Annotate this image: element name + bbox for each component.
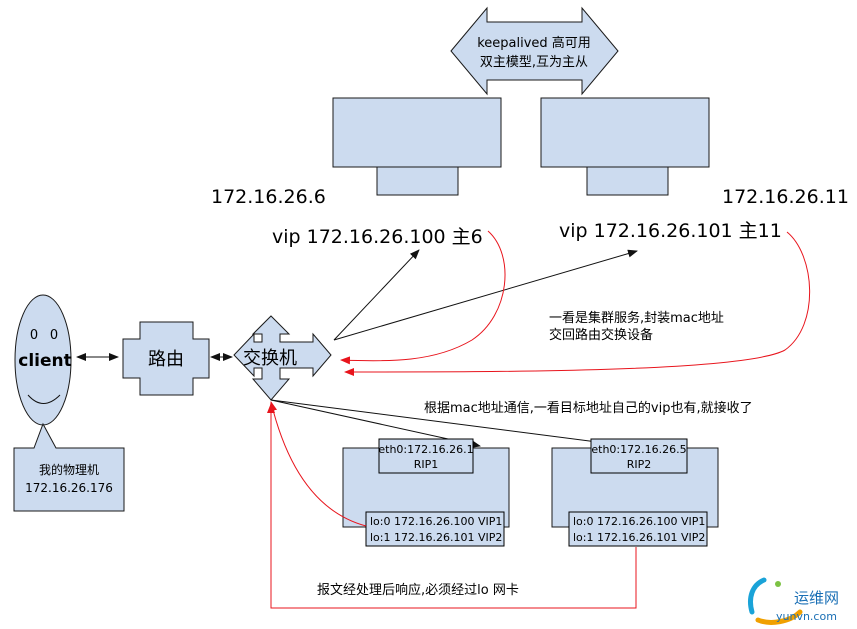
router-label: 路由 [148,349,184,370]
client-callout-line1: 我的物理机 [39,462,99,477]
client-callout-line2: 172.16.26.176 [25,481,113,495]
response-note: 报文经处理后响应,必须经过lo 网卡 [317,582,519,598]
rs2-eth: eth0:172.16.26.5 [591,443,686,456]
director2-return-curve [344,231,811,376]
watermark-url: yunvn.com [776,610,837,623]
ha-label-line2: 双主模型,互为主从 [480,55,588,70]
rs1-return-curve [269,401,367,527]
cluster-note-line1: 一看是集群服务,封装mac地址 [549,310,724,326]
real-server-2: eth0:172.16.26.5 RIP2 lo:0 172.16.26.100… [551,438,719,547]
director2-server [540,97,710,196]
switch-to-rs2-arrow [270,399,637,450]
client-label: client [18,351,72,371]
rs1-rip: RIP1 [414,458,439,471]
director2-ip: 172.16.26.11 [722,186,849,208]
rs1-lo1: lo:1 172.16.26.101 VIP2 [370,531,502,544]
rs2-lo1: lo:1 172.16.26.101 VIP2 [573,531,705,544]
mac-note: 根据mac地址通信,一看目标地址自己的vip也有,就接收了 [424,400,753,416]
switch-to-rs1-arrow [270,399,481,448]
real-server-1: eth0:172.16.26.1 RIP1 lo:0 172.16.26.100… [342,438,510,547]
director1-ip: 172.16.26.6 [211,186,326,208]
switch-to-director2-arrow [333,249,638,341]
rs2-return-path [267,403,637,609]
client-eye-right: 0 [50,328,58,343]
director1-vip: vip 172.16.26.100 主6 [272,226,483,248]
cluster-note-line2: 交回路由交换设备 [549,327,653,343]
client-node: 0 0 client [14,294,72,426]
client-eye-left: 0 [30,328,38,343]
rs1-eth: eth0:172.16.26.1 [378,443,473,456]
director1-server [332,97,502,196]
client-callout: 我的物理机 172.16.26.176 [13,422,125,512]
director1-return-curve [340,230,506,365]
switch-to-director1-arrow [333,249,420,341]
router-node: 路由 [122,321,210,396]
switch-label: 交换机 [243,348,297,369]
director2-vip: vip 172.16.26.101 主11 [559,220,782,242]
switch-node: 交换机 [233,315,332,401]
watermark-cn: 运维网 [794,589,839,607]
watermark-logo: 运维网 yunvn.com [748,577,839,625]
rs2-rip: RIP2 [627,458,652,471]
watermark-swoosh-icon [748,577,767,615]
ha-label-line1: keepalived 高可用 [477,35,591,51]
rs2-lo0: lo:0 172.16.26.100 VIP1 [573,515,705,528]
rs1-lo0: lo:0 172.16.26.100 VIP1 [370,515,502,528]
keepalived-ha-arrow: keepalived 高可用 双主模型,互为主从 [450,6,619,96]
